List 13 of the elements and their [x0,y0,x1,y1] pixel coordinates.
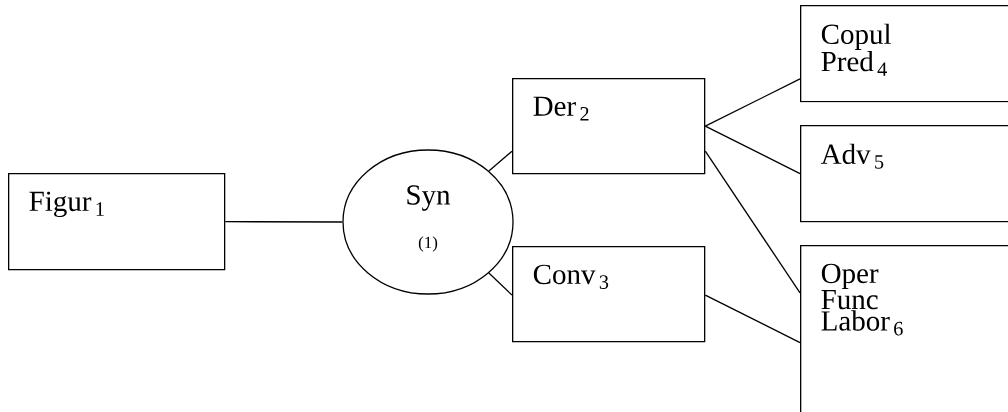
process-box: Oper Func Labor$_{6}$ [800,245,1008,412]
connector-line [704,78,801,127]
connector-line [488,150,513,172]
connector-line [488,272,513,296]
process-box: Copul Pred$_{4}$ [800,5,1008,103]
process-box: Adv$_{5}$ [800,125,1008,223]
connector-line [704,125,801,175]
process-box: Figur $_{1}$ [8,173,226,271]
connector-line [704,294,801,344]
connector-line [224,221,343,223]
process-box: Der$_{2}$ [512,78,706,175]
connector-line [704,150,801,294]
process-box: Conv$_{3}$ [512,246,706,343]
